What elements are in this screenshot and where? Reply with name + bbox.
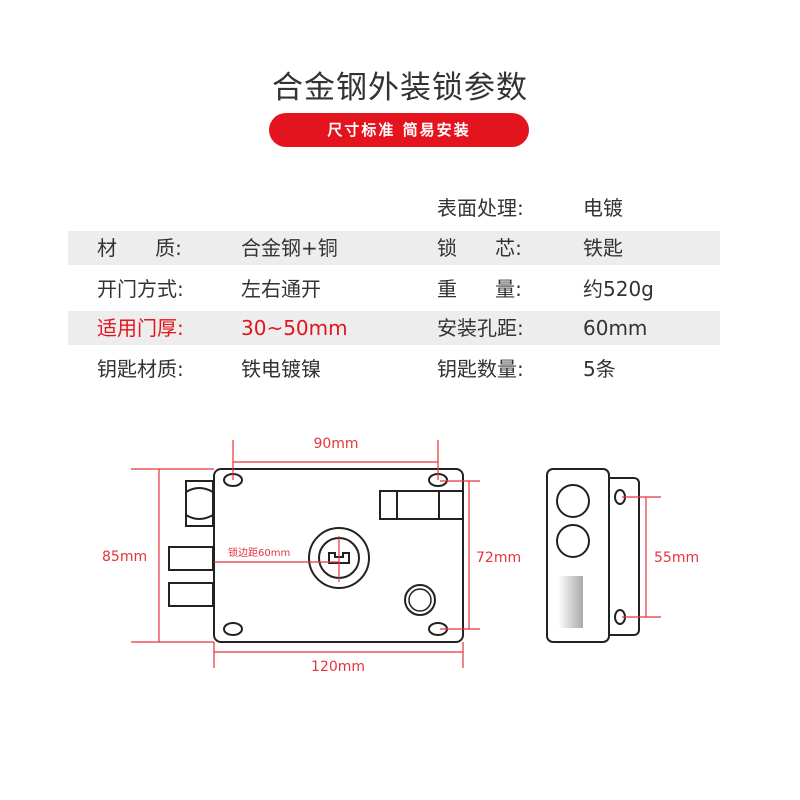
- spec-label: 材 质:: [97, 236, 182, 260]
- row-band: [68, 231, 720, 265]
- subtitle-badge: 尺寸标准 简易安装: [269, 113, 529, 147]
- spec-value: 铁电镀镍: [241, 357, 321, 381]
- spec-label: 开门方式:: [97, 277, 184, 301]
- side-window: [558, 576, 583, 628]
- spec-label: 重 量:: [437, 277, 522, 301]
- side-view: 55mm: [546, 468, 699, 643]
- dim-85mm: 85mm: [102, 549, 147, 565]
- spec-value: 合金钢+铜: [241, 236, 338, 260]
- mount-slot: [223, 622, 243, 636]
- latch: [185, 480, 214, 527]
- bolt: [168, 582, 214, 607]
- spec-value: 左右通开: [241, 277, 321, 301]
- deadbolt: [379, 490, 464, 520]
- dim-55mm: 55mm: [654, 550, 699, 566]
- side-hole: [556, 484, 590, 518]
- spec-value: 60mm: [583, 316, 648, 340]
- spec-label: 钥匙数量:: [437, 357, 524, 381]
- dim-72mm: 72mm: [476, 550, 521, 566]
- spec-label-highlight: 适用门厚:: [97, 316, 184, 340]
- spec-value: 铁匙: [583, 236, 623, 260]
- spec-label: 钥匙材质:: [97, 357, 184, 381]
- spec-value: 电镀: [583, 196, 623, 220]
- spec-value: 5条: [583, 357, 616, 381]
- dim-backset: 锁边距60mm: [228, 546, 290, 559]
- dim-120mm: 120mm: [311, 659, 365, 675]
- page-title: 合金钢外装锁参数: [272, 70, 528, 106]
- spec-label: 锁 芯:: [437, 236, 522, 260]
- spec-label: 安装孔距:: [437, 316, 524, 340]
- side-hole: [556, 524, 590, 558]
- spec-label: 表面处理:: [437, 196, 524, 220]
- dimensions: 90mm 85mm 72mm 120mm 锁边距60mm: [102, 436, 521, 675]
- dim-90mm: 90mm: [313, 436, 358, 452]
- bolt: [168, 546, 214, 571]
- spec-value-highlight: 30~50mm: [241, 316, 348, 340]
- row-band: [68, 311, 720, 345]
- spec-value: 约520g: [583, 277, 654, 301]
- front-view: [168, 468, 464, 643]
